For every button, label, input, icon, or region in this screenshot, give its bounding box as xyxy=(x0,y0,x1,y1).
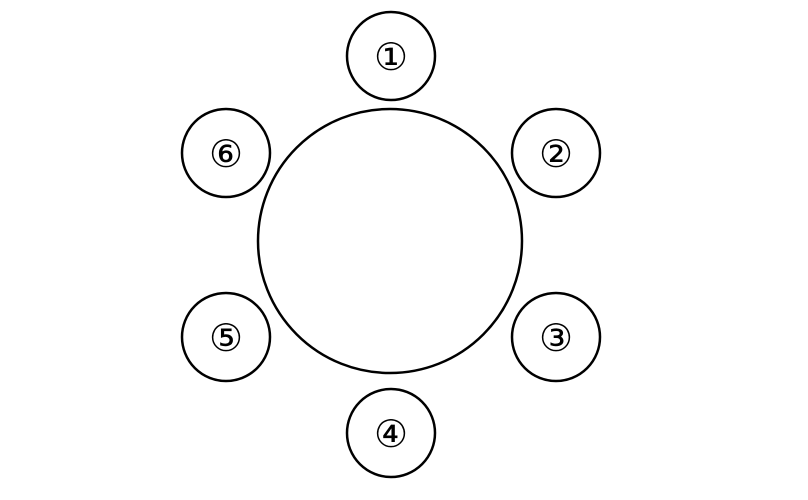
seat-6-label: ⑥ xyxy=(209,132,243,176)
seat-1-label: ① xyxy=(374,35,408,79)
seat-6: ⑥ xyxy=(180,107,272,199)
seat-4: ④ xyxy=(345,387,437,479)
seat-1: ① xyxy=(345,10,437,102)
seat-2: ② xyxy=(510,107,602,199)
seat-2-label: ② xyxy=(539,132,573,176)
seat-5-circle xyxy=(180,291,272,383)
seat-4-label: ④ xyxy=(374,412,408,456)
seat-6-circle xyxy=(180,107,272,199)
seat-3-circle xyxy=(510,291,602,383)
seat-1-circle xyxy=(345,10,437,102)
seat-5-label: ⑤ xyxy=(209,316,243,360)
seat-3-label: ③ xyxy=(539,316,573,360)
seat-2-circle xyxy=(510,107,602,199)
seat-4-circle xyxy=(345,387,437,479)
seat-3: ③ xyxy=(510,291,602,383)
round-table xyxy=(256,107,524,375)
seat-5: ⑤ xyxy=(180,291,272,383)
